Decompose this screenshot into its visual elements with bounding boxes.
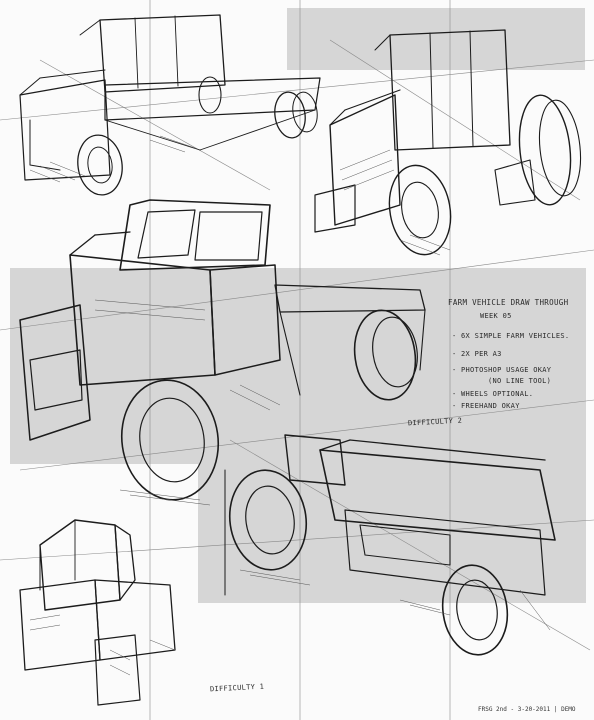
notes-bullet-1: - 6X SIMPLE FARM VEHICLES. [452, 332, 570, 340]
box-tractor-sketch [224, 434, 556, 656]
notes-bullet-3: - PHOTOSHOP USAGE OKAY [452, 366, 552, 374]
notes-bullet-2: - 2X PER A3 [452, 350, 502, 358]
large-flatbed-truck-sketch [19, 199, 426, 506]
gray-panel-middle [10, 268, 586, 464]
notes-bullet-5: - FREEHAND OKAY [452, 402, 520, 410]
gray-panel-top-right [287, 8, 585, 70]
notes-week: WEEK 05 [480, 312, 512, 320]
notes-bullet-3b: (NO LINE TOOL) [488, 377, 552, 385]
block-study-sketch [19, 519, 176, 706]
notes-title: FARM VEHICLE DRAW THROUGH [448, 298, 569, 307]
flatbed-truck-sketch [19, 14, 321, 196]
signature-footer: FRSG 2nd - 3-20-2011 | DEMO [478, 706, 576, 713]
tractor-sketch [314, 29, 582, 256]
notes-bullet-4: - WHEELS OPTIONAL. [452, 390, 534, 398]
